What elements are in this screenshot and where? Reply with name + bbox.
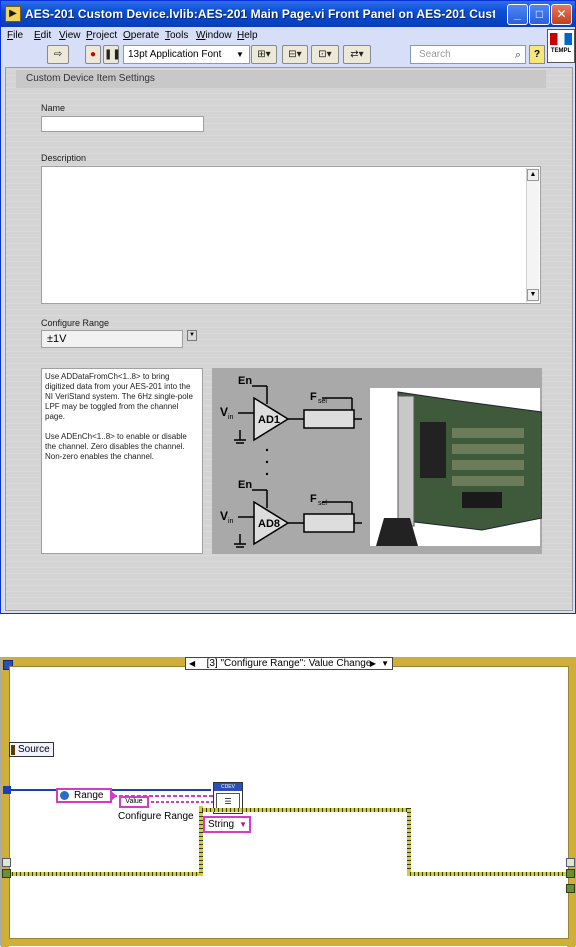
range-wire[interactable] [113, 795, 213, 797]
range-property-node[interactable]: Range [56, 788, 117, 803]
scroll-up-icon[interactable]: ▲ [527, 169, 539, 181]
configure-range-label: Configure Range [41, 318, 110, 328]
en-label-1: En [238, 375, 252, 387]
flag-icon [550, 33, 572, 45]
pause-button[interactable]: ❚❚ [103, 45, 121, 64]
vin-sub-8: in [228, 518, 234, 525]
context-help-button[interactable]: ? [529, 45, 545, 64]
abort-button[interactable]: ● [85, 45, 101, 64]
case-dropdown-icon[interactable]: ▼ [381, 659, 389, 668]
ad8-label: AD8 [258, 518, 280, 530]
left-tunnel-error-in[interactable] [2, 858, 11, 867]
description-scrollbar[interactable]: ▲ ▼ [526, 168, 539, 302]
right-tunnel-error-out[interactable] [566, 858, 575, 867]
source-event-data-node[interactable]: Source [9, 742, 54, 757]
menu-edit[interactable]: Edit [34, 30, 52, 41]
subvi-header: CDEV [214, 783, 242, 791]
title-bar[interactable]: ▶ AES-201 Custom Device.lvlib:AES-201 Ma… [1, 1, 575, 27]
reorder-button[interactable]: ⇄▾ [343, 45, 371, 64]
event-structure-left [1, 658, 9, 947]
en-label-8: En [238, 479, 252, 491]
fsel-label-1: F [310, 391, 317, 403]
configure-range-ring[interactable]: ±1V [41, 330, 183, 348]
event-structure-right [567, 658, 575, 947]
ad1-label: AD1 [258, 414, 280, 426]
vin-label-1: V [220, 405, 228, 419]
amplifier-8 [253, 500, 290, 546]
globe-icon [60, 791, 69, 800]
description-label: Description [41, 153, 87, 163]
resize-objects-button[interactable]: ⊡▾ [311, 45, 339, 64]
run-arrow-button[interactable]: ⇨ [47, 45, 69, 64]
board-front-plate [397, 395, 415, 527]
scroll-down-icon[interactable]: ▼ [527, 289, 539, 301]
error-wire-segment[interactable] [9, 872, 201, 876]
chevron-down-icon: ▼ [239, 820, 247, 829]
front-panel-area: Custom Device Item Settings Name Descrip… [5, 67, 573, 611]
decrement-arrow-icon[interactable]: ◀ [189, 659, 196, 668]
font-select[interactable]: 13pt Application Font ▼ [123, 45, 250, 64]
info-paragraph-1: Use ADDataFromCh<1..8> to bring digitize… [45, 372, 193, 421]
front-panel-window: ▶ AES-201 Custom Device.lvlib:AES-201 Ma… [0, 0, 576, 614]
error-wire-segment[interactable] [199, 808, 409, 812]
error-wire-segment[interactable] [199, 810, 203, 876]
menu-operate[interactable]: Operate [123, 30, 160, 41]
right-tunnel-stop[interactable] [566, 884, 575, 893]
device-diagram-image: En V in AD1 F sel En V [212, 368, 542, 554]
error-wire-segment[interactable] [407, 808, 411, 876]
menu-window[interactable]: Window [196, 30, 232, 41]
menu-tools[interactable]: Tools [165, 30, 189, 41]
info-paragraph-2: Use ADEnCh<1..8> to enable or disable th… [45, 432, 187, 461]
ejector-handle [376, 518, 418, 546]
right-tunnel-green[interactable] [566, 869, 575, 878]
amplifier-1 [253, 396, 290, 442]
search-input[interactable]: Search ⌕ [410, 45, 526, 64]
fsel-sub-8: sel [318, 500, 327, 507]
event-structure-bottom [1, 937, 576, 945]
description-field[interactable]: ▲ ▼ [41, 166, 541, 304]
menu-file[interactable]: File [7, 30, 24, 41]
fsel-sub-1: sel [318, 398, 327, 405]
value-property-node[interactable]: Value [119, 796, 149, 808]
board-connector [420, 422, 446, 478]
search-icon: ⌕ [514, 49, 521, 61]
labview-vi-icon: ▶ [5, 6, 21, 22]
case-label: [3] "Configure Range": Value Change [206, 658, 372, 669]
block-diagram: ◀ [3] "Configure Range": Value Change ▶ … [0, 657, 576, 947]
window-title: AES-201 Custom Device.lvlib:AES-201 Main… [25, 7, 495, 21]
error-wire-segment[interactable] [407, 872, 567, 876]
menu-view[interactable]: View [59, 30, 81, 41]
value-wire[interactable] [151, 801, 213, 803]
name-field[interactable] [41, 116, 204, 132]
settings-header: Custom Device Item Settings [16, 70, 546, 88]
case-selector[interactable]: ◀ [3] "Configure Range": Value Change ▶ … [185, 657, 393, 670]
chevron-down-icon: ▼ [236, 50, 244, 59]
increment-arrow-icon[interactable]: ▶ [369, 659, 376, 668]
menu-bar: File Edit View Project Operate Tools Win… [5, 28, 545, 44]
iteration-terminal[interactable] [3, 660, 13, 670]
distribute-objects-button[interactable]: ⊟▾ [282, 45, 308, 64]
name-label: Name [41, 103, 66, 113]
close-button[interactable]: ✕ [551, 4, 572, 25]
minimize-button[interactable]: _ [507, 4, 528, 25]
filter-box-1 [303, 409, 355, 429]
toolbar: ⇨ ● ❚❚ 13pt Application Font ▼ ⊞▾ ⊟▾ ⊡▾ … [5, 45, 545, 65]
string-constant[interactable]: String ▼ [203, 816, 251, 833]
vin-label-8: V [220, 509, 228, 523]
left-tunnel-green[interactable] [2, 869, 11, 878]
align-objects-button[interactable]: ⊞▾ [251, 45, 277, 64]
info-text-box: Use ADDataFromCh<1..8> to bring digitize… [41, 368, 203, 554]
maximize-button[interactable]: □ [529, 4, 550, 25]
menu-project[interactable]: Project [86, 30, 118, 41]
filter-box-8 [303, 513, 355, 533]
configure-range-label: Configure Range [118, 811, 194, 822]
vi-connector-icon[interactable]: TEMPL [547, 29, 575, 63]
fsel-label-8: F [310, 493, 317, 505]
vin-sub-1: in [228, 414, 234, 421]
menu-help[interactable]: Help [237, 30, 258, 41]
ring-dropdown-icon[interactable]: ▼ [187, 330, 197, 341]
left-tunnel-blue[interactable] [3, 786, 11, 794]
